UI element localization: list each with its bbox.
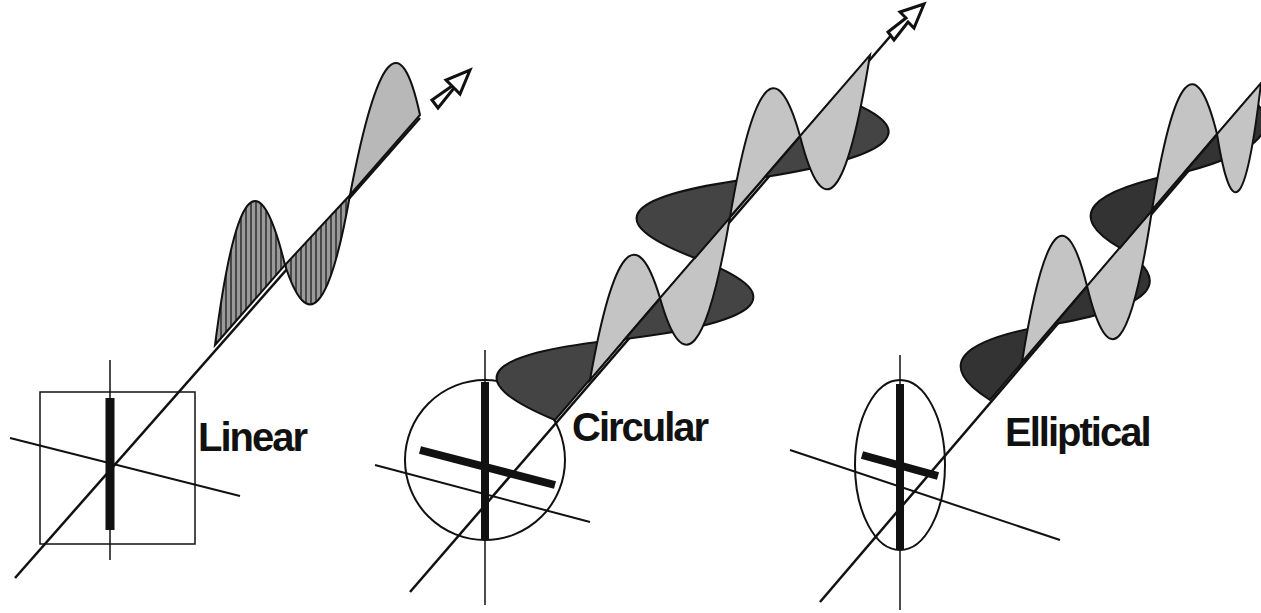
propagation-axis [15, 118, 420, 578]
field-vector [862, 455, 938, 476]
field-vector [106, 398, 115, 530]
axis-line [109, 360, 111, 560]
wave-lobe [285, 195, 350, 304]
elliptical-polarization [790, 83, 1261, 610]
field-vector [481, 382, 489, 540]
propagation-axis [410, 25, 900, 592]
wave-lobe [800, 55, 870, 189]
polarization-label: Linear [198, 415, 306, 459]
circular-polarization [375, 4, 924, 605]
axis-line [484, 350, 486, 605]
direction-arrow [432, 70, 470, 108]
field-vector [420, 450, 555, 485]
wave-lobe [350, 63, 420, 195]
plane-frame [40, 392, 195, 544]
direction-arrow [888, 4, 924, 40]
wave-lobe [215, 201, 285, 345]
polarization-ellipse [855, 380, 945, 550]
axis-line [790, 450, 1060, 540]
polarization-label: Circular [572, 405, 707, 449]
linear-polarization [10, 63, 470, 578]
wave-lobe [1217, 83, 1261, 192]
axis-line [899, 355, 901, 610]
polarization-label: Elliptical [1005, 410, 1150, 454]
